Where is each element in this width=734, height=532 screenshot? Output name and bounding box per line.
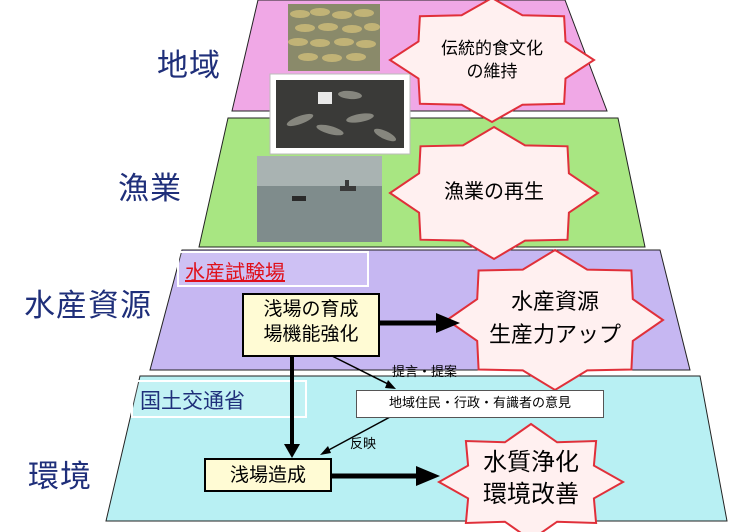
outcome-culture-line1: 伝統的食文化: [441, 39, 543, 59]
shallow-creation-box: 浅場造成: [204, 458, 332, 492]
org-ministry: 国土交通省: [140, 385, 245, 415]
outcome-star-environment: 水質浄化 環境改善: [439, 424, 623, 532]
tier-label-region: 地域: [157, 40, 221, 85]
proposal-label: 提言・提案: [392, 361, 457, 380]
outcome-culture-line2: の維持: [467, 62, 518, 82]
nursery-function-box: 浅場の育成 場機能強化: [242, 293, 380, 357]
nursery-line1: 浅場の育成: [244, 297, 378, 322]
tier-label-resource: 水産資源: [24, 280, 152, 325]
tier-label-environment: 環境: [28, 451, 92, 496]
stakeholder-opinion-box: 地域住民・行政・有識者の意見: [356, 390, 604, 418]
outcome-star-resource: 水産資源 生産力アップ: [447, 250, 663, 390]
org-fisheries-station: 水産試験場: [185, 256, 285, 285]
outcome-environment-line1: 水質浄化: [483, 448, 579, 476]
dried-fish-photo: [288, 4, 380, 71]
fishing-boat-photo: [257, 156, 382, 242]
outcome-fishery-line1: 漁業の再生: [444, 179, 544, 203]
reflect-label: 反映: [350, 433, 376, 452]
fish-catch-photo: [270, 74, 410, 154]
outcome-resource-line2: 生産力アップ: [489, 323, 621, 348]
outcome-environment-line2: 環境改善: [483, 480, 579, 508]
outcome-star-fishery: 漁業の再生: [390, 127, 598, 259]
outcome-star-culture: 伝統的食文化 の維持: [390, 0, 594, 122]
outcome-resource-line1: 水産資源: [511, 290, 599, 315]
nursery-line2: 場機能強化: [244, 322, 378, 347]
tier-label-fishery: 漁業: [118, 163, 182, 208]
